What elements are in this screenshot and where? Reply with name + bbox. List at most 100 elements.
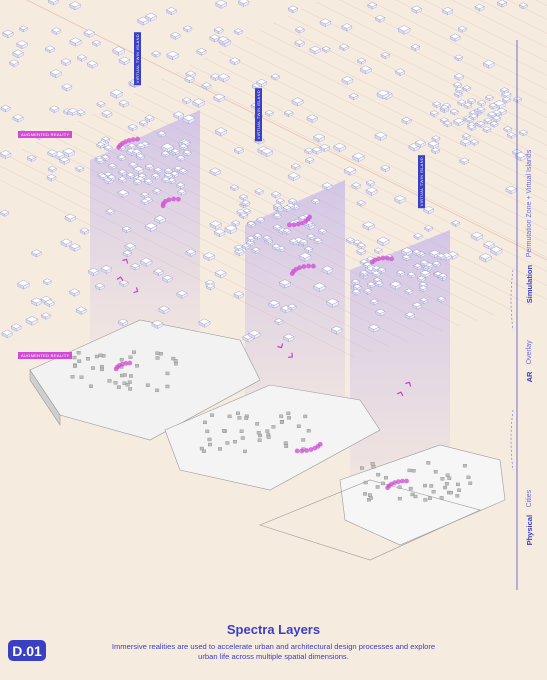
ar-dot bbox=[166, 197, 172, 203]
city-building bbox=[98, 353, 103, 357]
building-block bbox=[203, 252, 216, 262]
building-block bbox=[233, 146, 244, 155]
ar-dot bbox=[300, 220, 305, 226]
ar-arrow bbox=[405, 381, 412, 387]
building-block bbox=[487, 111, 497, 119]
building-block bbox=[231, 220, 241, 227]
building-block bbox=[192, 98, 205, 108]
building-block bbox=[311, 197, 321, 205]
building-block bbox=[412, 249, 421, 256]
building-block bbox=[176, 290, 188, 299]
building-block bbox=[49, 105, 60, 113]
building-block bbox=[514, 152, 528, 162]
ar-dot bbox=[135, 136, 140, 142]
city-building bbox=[125, 383, 130, 387]
building-block bbox=[201, 82, 212, 90]
building-block bbox=[477, 100, 487, 107]
city-building bbox=[128, 374, 133, 378]
building-block bbox=[438, 273, 448, 280]
building-block bbox=[117, 189, 129, 198]
building-block bbox=[357, 242, 366, 250]
building-block bbox=[427, 140, 440, 150]
city-building bbox=[119, 357, 124, 362]
city-building bbox=[203, 420, 207, 425]
building-block bbox=[121, 226, 132, 234]
ar-arrow bbox=[116, 276, 124, 281]
city-building bbox=[433, 470, 438, 474]
building-block bbox=[288, 198, 297, 205]
building-block bbox=[118, 56, 131, 66]
building-block bbox=[143, 178, 153, 185]
building-block bbox=[500, 87, 509, 94]
ar-dot bbox=[306, 263, 311, 269]
city-building bbox=[72, 355, 77, 360]
building-block bbox=[131, 148, 142, 156]
building-block bbox=[160, 150, 170, 158]
city-building bbox=[455, 494, 460, 498]
building-block bbox=[482, 126, 492, 133]
city-building bbox=[423, 498, 428, 502]
page-description: Immersive realities are used to accelera… bbox=[111, 642, 436, 661]
virtual-twin-island-label-3: VIRTUAL TWIN ISLAND bbox=[418, 155, 425, 209]
building-block bbox=[299, 238, 309, 246]
building-block bbox=[272, 212, 282, 220]
building-block bbox=[127, 124, 138, 132]
building-block bbox=[298, 215, 308, 222]
building-block bbox=[135, 153, 145, 161]
building-block bbox=[488, 103, 498, 110]
building-block bbox=[513, 96, 523, 103]
building-block bbox=[75, 165, 85, 173]
building-block bbox=[408, 142, 421, 152]
building-block bbox=[518, 129, 528, 137]
building-block bbox=[255, 79, 268, 88]
building-block bbox=[101, 136, 111, 143]
city-building bbox=[466, 475, 471, 480]
building-block bbox=[290, 163, 301, 171]
city-building bbox=[306, 428, 311, 433]
ar-dot bbox=[126, 138, 132, 143]
building-block bbox=[100, 265, 113, 274]
building-block bbox=[282, 205, 292, 212]
building-block bbox=[374, 131, 387, 141]
ar-dot bbox=[304, 448, 309, 453]
city-building bbox=[368, 496, 373, 500]
building-block bbox=[236, 209, 246, 216]
virtual-twin-island-label-1: VIRTUAL TWIN ISLAND bbox=[134, 32, 141, 86]
building-block bbox=[489, 246, 503, 256]
city-building bbox=[301, 438, 306, 442]
building-block bbox=[333, 142, 346, 153]
building-block bbox=[144, 114, 155, 123]
building-block bbox=[280, 305, 292, 314]
ar-arrow bbox=[122, 258, 129, 264]
building-block bbox=[389, 281, 402, 290]
virtual-twin-island-label-2: VIRTUAL TWIN ISLAND bbox=[255, 88, 262, 142]
city-building bbox=[283, 441, 288, 445]
building-block bbox=[182, 149, 192, 157]
physical-subtitle: Cities bbox=[526, 490, 533, 508]
building-block bbox=[268, 299, 280, 309]
building-block bbox=[423, 206, 435, 215]
city-building bbox=[426, 461, 431, 465]
building-block bbox=[1, 329, 13, 339]
ar-dot bbox=[287, 222, 292, 228]
city-building bbox=[376, 472, 381, 477]
building-block bbox=[436, 296, 446, 303]
building-block bbox=[229, 57, 241, 66]
ar-arrow bbox=[277, 343, 284, 349]
building-block bbox=[470, 139, 479, 146]
building-block bbox=[144, 12, 157, 22]
terrain-slab bbox=[339, 444, 506, 546]
building-block bbox=[294, 39, 305, 48]
city-building bbox=[284, 444, 289, 448]
building-block bbox=[351, 182, 362, 190]
building-block bbox=[31, 249, 42, 258]
building-block bbox=[407, 271, 416, 279]
building-block bbox=[496, 0, 508, 8]
building-block bbox=[440, 104, 450, 112]
city-building bbox=[116, 385, 121, 389]
building-block bbox=[170, 32, 181, 40]
building-block bbox=[356, 248, 367, 256]
building-block bbox=[60, 58, 72, 66]
building-block bbox=[209, 220, 222, 230]
ar-dot bbox=[127, 360, 133, 366]
